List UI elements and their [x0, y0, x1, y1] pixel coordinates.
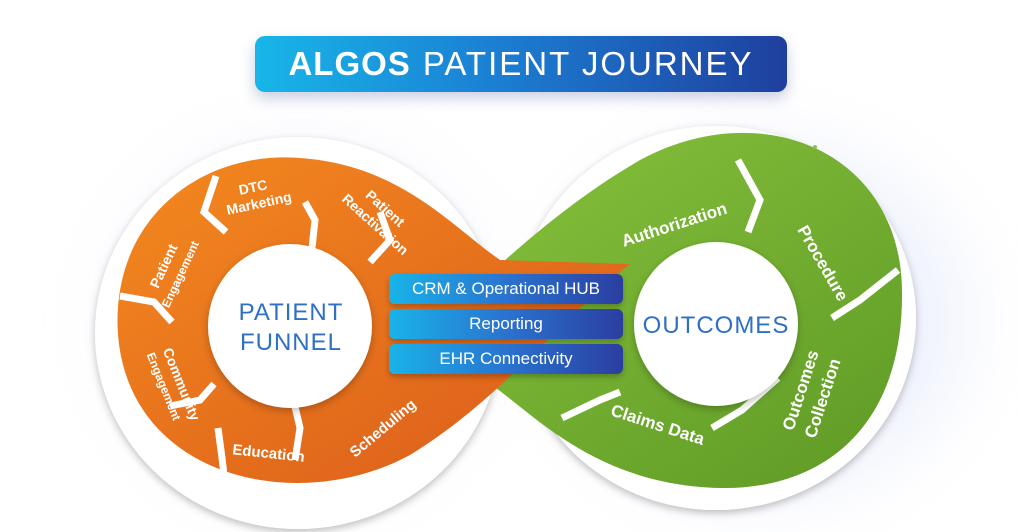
- hub-reporting-bar: Reporting: [389, 309, 623, 339]
- hub-crm-label: CRM & Operational HUB: [411, 279, 600, 298]
- orange-lobe: [117, 157, 631, 483]
- title-bold: ALGOS: [288, 45, 411, 82]
- outcomes-circle: [634, 242, 798, 406]
- hub-ehr-label: EHR Connectivity: [439, 349, 573, 368]
- patient-funnel-circle: [208, 244, 372, 408]
- orange-dividers: [119, 174, 395, 493]
- decor-dot: [813, 145, 817, 149]
- hub-ehr-bar: EHR Connectivity: [389, 344, 623, 374]
- title-banner: ALGOS PATIENT JOURNEY: [255, 36, 787, 92]
- patient-funnel-line1: PATIENT: [239, 299, 344, 326]
- title-light: PATIENT JOURNEY: [422, 45, 754, 82]
- segment-dtc-line1: DTC: [237, 176, 268, 198]
- hub-reporting-label: Reporting: [469, 314, 543, 333]
- patient-funnel-line2: FUNNEL: [240, 329, 342, 356]
- outcomes-label: OUTCOMES: [643, 312, 790, 339]
- hub-crm-bar: CRM & Operational HUB: [389, 274, 623, 304]
